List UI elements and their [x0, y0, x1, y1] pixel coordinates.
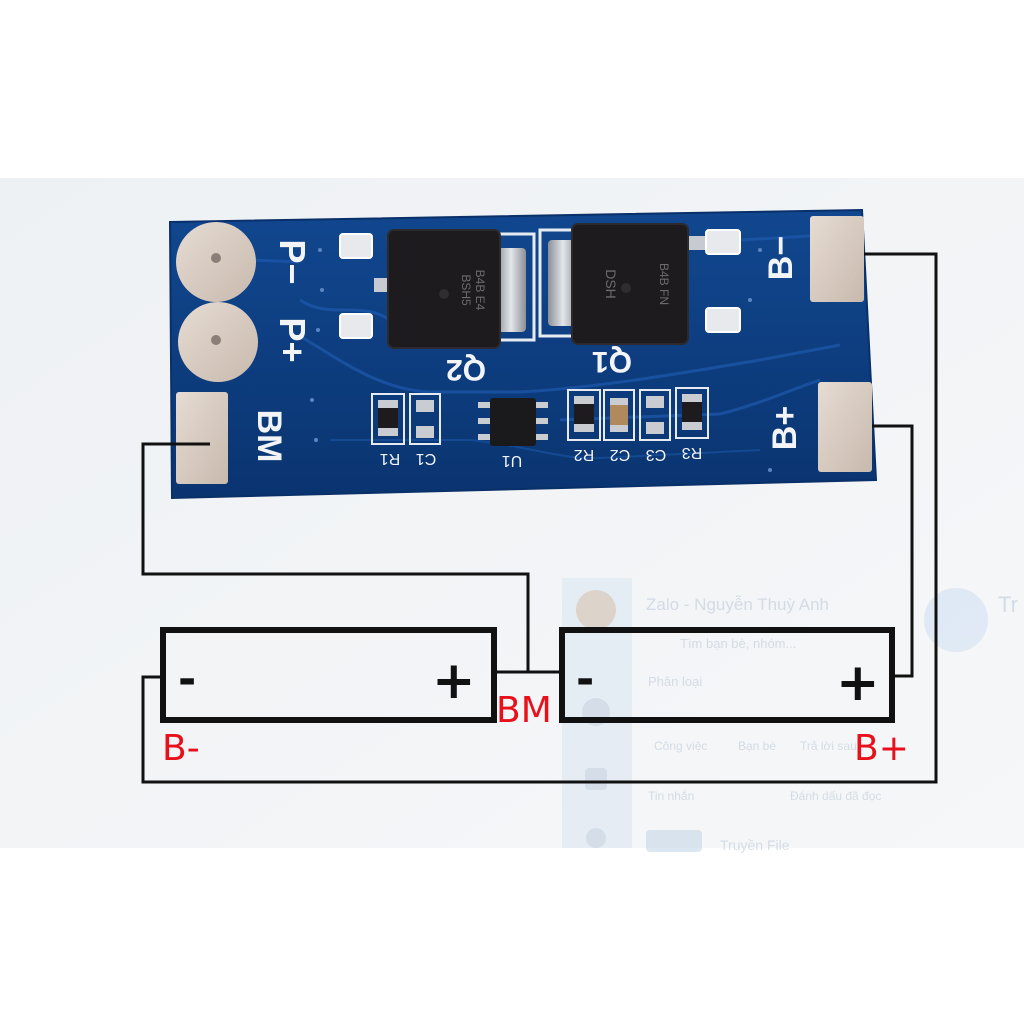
chip-u1 [478, 398, 548, 446]
label-b-plus: B+ [854, 728, 909, 769]
smd-r1 [371, 393, 405, 445]
smd-c1 [409, 393, 441, 445]
silk-r1: R1 [380, 450, 401, 467]
label-b-minus: B- [162, 728, 200, 769]
silk-p-plus: P+ [272, 317, 313, 362]
battery-cell-2: - + [559, 627, 895, 723]
ghost-contacts-icon [585, 768, 607, 790]
smd-r3 [675, 387, 709, 439]
mosfet-q2: BSH5 B4B E4 [339, 229, 536, 349]
q2-marking-1: BSH5 [459, 274, 473, 306]
pcb-traces [249, 234, 841, 422]
silk-bm: BM [250, 410, 288, 463]
cell-2-minus: - [576, 654, 594, 705]
silk-p-minus: P− [272, 239, 313, 284]
wire-b-plus [872, 424, 914, 678]
silk-q2: Q2 [446, 353, 486, 386]
q1-marking-2: B4B FN [657, 263, 671, 305]
q1-marking-1: DSH [603, 269, 619, 299]
silk-c3: C3 [646, 446, 667, 463]
label-bm: BM [496, 690, 552, 731]
ghost-settings-icon [586, 828, 606, 848]
ghost-file-transfer: Truyền File [720, 837, 790, 853]
wiring [141, 252, 938, 784]
pcb-board: P− P+ BM B− B+ BSH5 B4B E4 DSH B4B F [168, 208, 878, 500]
ghost-avatar-icon [576, 590, 616, 630]
mosfet-q1: DSH B4B FN [538, 223, 741, 345]
q2-marking-2: B4B E4 [473, 270, 487, 311]
ghost-friends: Bạn bè [738, 739, 776, 753]
ghost-work: Công việc [654, 739, 707, 753]
silk-q1: Q1 [592, 345, 632, 378]
silk-b-plus: B+ [766, 406, 804, 450]
cell-1-plus: + [432, 651, 476, 711]
silk-r3: R3 [682, 444, 703, 461]
pcb-vias [310, 248, 772, 472]
pad-bm [176, 392, 228, 484]
ghost-right-fragment: Tr [998, 592, 1018, 617]
wire-b-minus [141, 252, 938, 784]
cell-2-plus: + [836, 653, 880, 713]
cell-1-body [160, 627, 497, 723]
pad-p-plus-hole [211, 335, 221, 345]
silk-u1: U1 [502, 452, 523, 469]
pad-b-minus [810, 216, 864, 302]
silk-c1: C1 [416, 450, 437, 467]
ghost-transfer-icon [924, 588, 988, 652]
silk-b-minus: B− [762, 236, 800, 280]
silk-c2: C2 [610, 446, 631, 463]
smd-c3 [639, 389, 671, 441]
pad-p-minus-hole [211, 253, 221, 263]
battery-cell-1: - + [160, 627, 497, 723]
cell-1-minus: - [178, 654, 196, 705]
ghost-category: Phân loại [648, 674, 702, 689]
ghost-reply-later: Trả lời sau [800, 739, 857, 753]
ghost-title: Zalo - Nguyễn Thuỳ Anh [646, 595, 829, 614]
ghost-app-overlay: Zalo - Nguyễn Thuỳ Anh Tìm bạn bè, nhóm.… [562, 578, 1018, 853]
ghost-messages: Tin nhắn [648, 788, 694, 803]
silk-r2: R2 [574, 446, 595, 463]
ghost-mark-read: Đánh dấu đã đọc [790, 789, 881, 803]
cell-2-body [559, 627, 895, 723]
pad-b-plus [818, 382, 872, 472]
smd-r2 [567, 389, 601, 441]
smd-c2 [603, 389, 635, 441]
ghost-search: Tìm bạn bè, nhóm... [680, 636, 796, 651]
